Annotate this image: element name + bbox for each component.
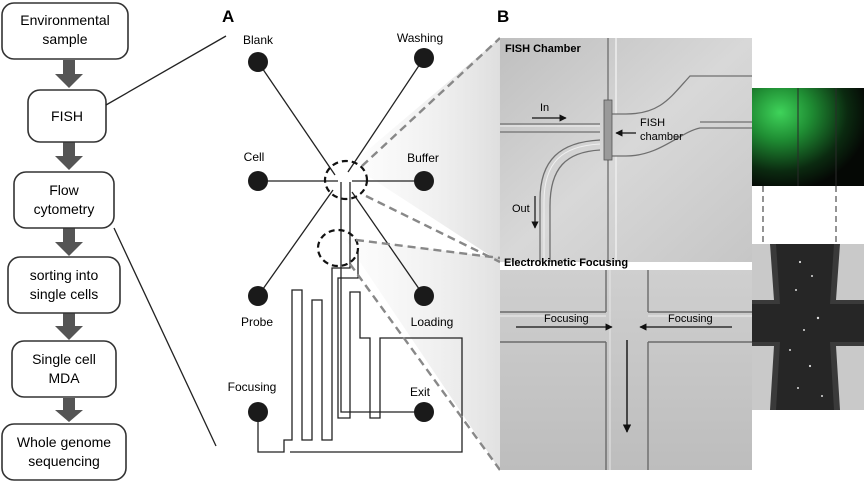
fish-in-label: In [540, 102, 549, 114]
zoom-funnel-bottom [345, 238, 500, 470]
flow-arrow-5 [55, 398, 83, 422]
cytometry-to-chip-line [113, 227, 217, 447]
fish-chamber-title: FISH Chamber [505, 43, 582, 55]
panel-a-label: A [222, 7, 234, 26]
sem-cross-image [752, 244, 864, 410]
workflow-step-5-line-2: MDA [48, 370, 80, 386]
workflow-box-flow-cytometry [13, 171, 115, 229]
workflow-step-3-line-2: cytometry [34, 201, 95, 217]
zoom-circle-focusing [316, 228, 360, 268]
port-loading [414, 286, 434, 306]
workflow-step-4-line-2: single cells [30, 286, 98, 302]
port-cell [248, 171, 268, 191]
port-focusing [248, 402, 268, 422]
port-exit [414, 402, 434, 422]
workflow: Environmental sample FISH Flow cytometry… [1, 2, 227, 481]
workflow-box-sorting [7, 256, 121, 314]
port-blank [248, 52, 268, 72]
workflow-step-6-line-2: sequencing [28, 453, 100, 469]
port-label-exit: Exit [410, 385, 431, 399]
port-label-focusing: Focusing [228, 380, 277, 394]
zoom-leader-lines [349, 37, 501, 471]
workflow-step-1-line-1: Environmental [20, 12, 110, 28]
workflow-step-4-line-1: sorting into [30, 267, 99, 283]
electrokinetic-title: Electrokinetic Focusing [504, 257, 628, 269]
flow-arrow-1 [55, 60, 83, 88]
workflow-step-2-line-1: FISH [51, 108, 83, 124]
panel-b: B FISH Chamber In Out [497, 7, 864, 470]
focusing-right-label: Focusing [668, 313, 713, 325]
image-connector [762, 186, 837, 244]
flow-arrow-3 [55, 228, 83, 256]
chip-channels [257, 57, 463, 453]
port-buffer [414, 171, 434, 191]
zoom-funnel-top [356, 38, 500, 262]
fluorescence-image [752, 88, 864, 186]
workflow-step-6-line-1: Whole genome [17, 434, 111, 450]
workflow-box-mda [11, 340, 117, 398]
port-label-cell: Cell [244, 150, 265, 164]
port-label-washing: Washing [397, 31, 443, 45]
zoom-circle-fish [323, 159, 369, 201]
flow-arrow-2 [55, 142, 83, 170]
chip-ports [248, 48, 434, 422]
workflow-step-3-line-1: Flow [49, 182, 79, 198]
port-probe [248, 286, 268, 306]
workflow-step-5-line-1: Single cell [32, 351, 96, 367]
port-label-probe: Probe [241, 315, 273, 329]
fish-chamber-image: FISH Chamber In Out FISH chamber [500, 38, 752, 262]
workflow-step-1-line-2: sample [42, 31, 87, 47]
port-label-buffer: Buffer [407, 151, 439, 165]
workflow-arrows [55, 60, 83, 422]
flow-arrow-4 [55, 312, 83, 340]
panel-a: A [222, 7, 501, 471]
panel-b-label: B [497, 7, 509, 26]
workflow-box-sequencing [1, 423, 127, 481]
fish-to-chip-line [105, 35, 227, 106]
electrokinetic-image: Electrokinetic Focusing Focusing Focusin… [500, 257, 752, 470]
port-washing [414, 48, 434, 68]
fish-out-label: Out [512, 203, 530, 215]
fish-chamber-label-2: chamber [640, 131, 683, 143]
fish-chamber-label-1: FISH [640, 117, 665, 129]
focusing-left-label: Focusing [544, 313, 589, 325]
workflow-box-environmental-sample [1, 2, 129, 60]
port-label-loading: Loading [411, 315, 454, 329]
workflow-box-fish [27, 89, 107, 143]
port-label-blank: Blank [243, 33, 274, 47]
